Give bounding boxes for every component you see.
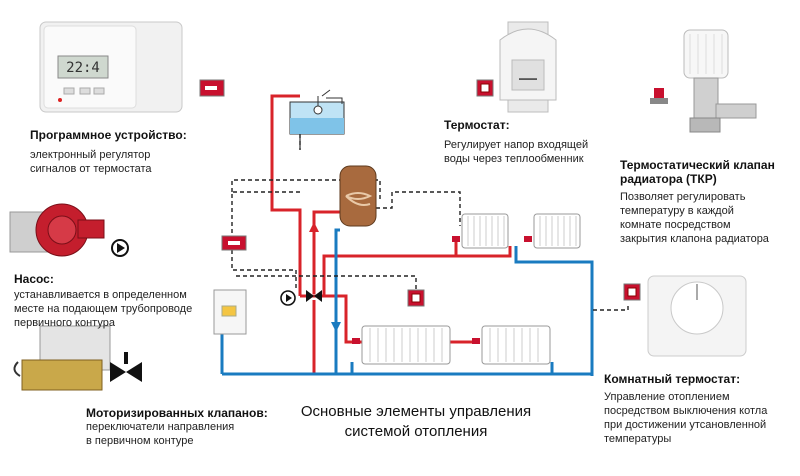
programmer-label-group: Программное устройство: электронный регу… — [30, 128, 230, 176]
marker-boiler-control — [221, 235, 247, 251]
trv-desc-line-1: Позволяет регулировать — [620, 191, 746, 203]
room-thermostat-desc-line-1: Управление отоплением — [604, 391, 730, 403]
radiator-upper-left — [452, 213, 509, 249]
thermostat-desc-line-2: воды через теплообменник — [444, 153, 584, 165]
programmer-desc-line-1: электронный регулятор — [30, 149, 151, 161]
radiator-upper-right — [524, 213, 581, 249]
pump-desc-line-2: месте на подающем трубопроводе — [14, 303, 193, 315]
thermostat-label-group: Термостат: Регулирует напор входящей вод… — [444, 118, 624, 166]
trv-desc-line-3: комнате посредством — [620, 219, 731, 231]
trv-device — [683, 29, 757, 133]
pump-desc-line-1: устанавливается в определенном — [14, 289, 187, 301]
thermostat-title: Термостат: — [444, 118, 510, 132]
cylinder-thermostat-device: ▬▬▬ — [499, 21, 557, 113]
programmer-desc-line-2: сигналов от термостата — [30, 163, 152, 175]
radiator-lower-right — [472, 325, 551, 365]
valve-symbol-icon — [110, 352, 142, 382]
pump-desc-line-3: первичного контура — [14, 317, 115, 329]
motorized-valve-device — [13, 325, 111, 391]
room-thermostat-desc-line-2: посредством выключения котла — [604, 405, 768, 417]
trv-desc-line-2: температуру в каждой — [620, 205, 734, 217]
circulation-pump-symbol — [280, 290, 296, 306]
signal-lines — [231, 120, 629, 311]
radiator-lower-left — [352, 325, 451, 365]
hot-water-cylinder — [339, 165, 377, 227]
room-thermostat-desc-line-3: при достижении утсановленной — [604, 419, 767, 431]
trv-desc-line-4: закрытия клапона радиатора — [620, 233, 769, 245]
trv-label-group: Термостатический клапан радиатора (ТКР) … — [620, 158, 798, 246]
thermostat-desc-line-1: Регулирует напор входящей — [444, 139, 589, 151]
trv-title-line-2: радиатора (ТКР) — [620, 172, 717, 186]
room-thermostat-title: Комнатный термостат: — [604, 372, 741, 386]
svg-text:▬▬▬: ▬▬▬ — [519, 76, 537, 82]
trv-icon — [650, 88, 668, 104]
programmer-title: Программное устройство: — [30, 128, 187, 142]
boiler — [213, 289, 247, 335]
valves-desc-line-2: в первичном контуре — [86, 435, 194, 447]
room-thermostat-desc-line-4: температуры — [604, 433, 672, 445]
three-way-valve-symbol — [306, 290, 322, 302]
flow-arrows — [309, 222, 341, 332]
marker-room-thermostat — [623, 283, 641, 301]
pump-label-group: Насос: устанавливается в определенном ме… — [14, 272, 214, 330]
programmer-device: 22:4 — [39, 21, 183, 113]
marker-cylinder-valve — [407, 289, 425, 307]
valves-desc-line-1: переключатели направления — [86, 421, 235, 433]
pump-title: Насос: — [14, 272, 54, 286]
valves-title: Моторизированных клапанов: — [86, 406, 268, 420]
valves-label-group: Моторизированных клапанов: переключатели… — [86, 406, 286, 448]
marker-programmer — [199, 79, 225, 97]
marker-thermostat — [476, 79, 494, 97]
caption-line-2: системой отопления — [344, 423, 488, 440]
expansion-tank — [289, 89, 345, 135]
pump-symbol-icon — [111, 239, 129, 257]
pump-device — [9, 203, 105, 257]
room-thermostat-device — [647, 275, 747, 357]
room-thermostat-label-group: Комнатный термостат: Управление отоплени… — [604, 372, 798, 446]
caption-line-1: Основные элементы управления — [300, 403, 532, 420]
diagram-caption: Основные элементы управления системой от… — [266, 402, 566, 442]
trv-title-line-1: Термостатический клапан — [620, 158, 775, 172]
programmer-display: 22:4 — [66, 60, 100, 76]
